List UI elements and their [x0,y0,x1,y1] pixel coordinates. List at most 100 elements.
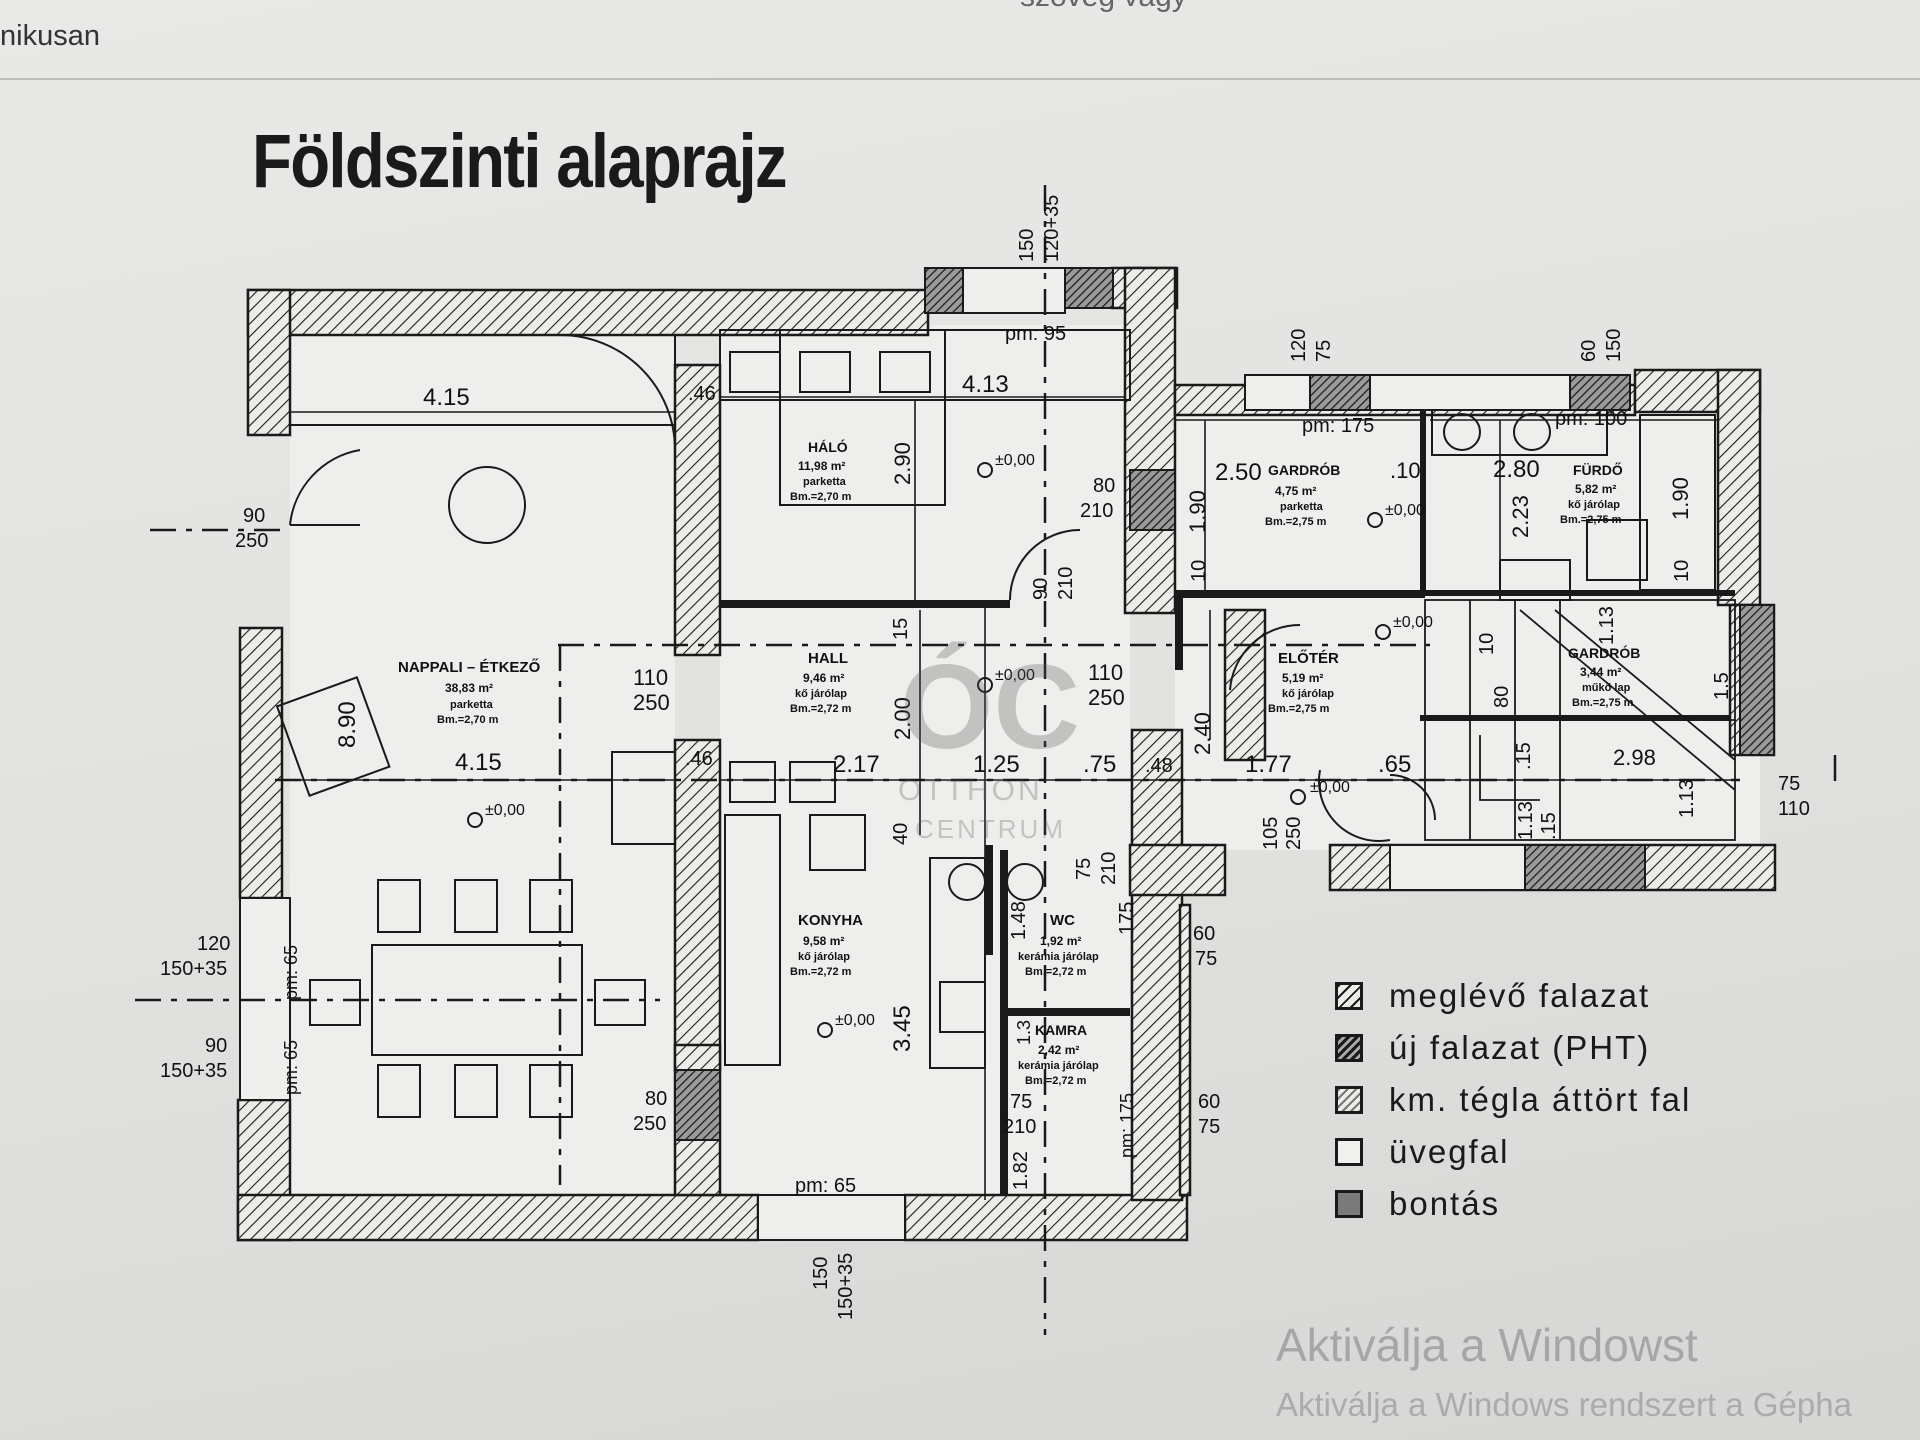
dim-label: .10 [1390,458,1421,483]
room-labels: NAPPALI – ÉTKEZŐ 38,83 m² parketta Bm.=2… [398,438,1640,1087]
dim-label: 4.15 [455,749,502,776]
dim-label: 110 [1778,798,1810,820]
dim-label: 75 [1073,858,1095,880]
room-area: 9,58 m² [803,934,844,948]
dim-label: 75 [1195,948,1217,970]
room-height: Bm.=2,75 m [1560,514,1622,526]
dim-label: 2.80 [1493,456,1540,483]
dim-label: 90 [1030,578,1052,600]
dim-label: 120 [197,933,230,955]
dim-label: 10 [1671,560,1693,582]
tab-fragment[interactable]: nikusan [0,20,100,52]
legend: meglévő falazat új falazat (PHT) km. tég… [1335,970,1691,1230]
room-floor: kő járólap [1568,499,1620,511]
room-height: Bm.=2,72 m [790,966,852,978]
room-height: Bm.=2,72 m [1025,1075,1087,1087]
room-height: Bm.=2,70 m [790,491,852,503]
dim-label: 15 [890,618,912,640]
dim-label: pm: 175 [1117,1093,1137,1158]
room-name: GARDRÓB [1268,461,1340,478]
brick-wall-swatch [1335,1086,1363,1114]
room-floor: parketta [450,699,494,711]
dim-label: 80 [1093,475,1115,497]
partitions [720,410,1735,1195]
room-floor: parketta [803,476,847,488]
room-area: 2,42 m² [1038,1043,1079,1057]
watermark-line1: OTTHON [898,774,1043,807]
room-name: FÜRDŐ [1573,461,1623,478]
room-height: Bm.=2,72 m [1025,966,1087,978]
dim-label: 1.82 [1010,1151,1032,1190]
dim-label: 60 [1193,923,1215,945]
dim-label: 250 [1283,817,1305,850]
room-area: 5,19 m² [1282,671,1323,685]
level-label: ±0,00 [995,667,1035,684]
room-kamra: KAMRA 2,42 m² kerámia járólap Bm.=2,72 m [1018,1022,1099,1087]
room-name: HÁLÓ [808,438,848,455]
dim-label: 1.3 [1014,1020,1034,1045]
dim-label: 150 [810,1257,832,1290]
legend-label: új falazat (PHT) [1389,1029,1651,1066]
dim-label: .15 [1538,812,1560,840]
dim-label: 250 [633,1113,666,1135]
room-wc: WC 1,92 m² kerámia járólap Bm.=2,72 m [1018,912,1099,978]
dimension-lines [280,396,1740,1200]
room-name: NAPPALI – ÉTKEZŐ [398,658,541,676]
dim-label: 1.13 [1596,606,1618,645]
dim-label: 80 [1491,686,1513,708]
room-floor: kerámia járólap [1018,951,1099,963]
watermark-line2: CENTRUM [915,814,1066,844]
dim-label: 75 [1778,773,1800,795]
dim-label: .75 [1083,751,1116,778]
dim-label: 2.50 [1215,459,1262,486]
windows-activation-title[interactable]: Aktiválja a Windowst [1276,1319,1698,1371]
dim-label: 175 [1116,902,1138,935]
room-floor: műkő lap [1582,682,1631,694]
room-area: 5,82 m² [1575,482,1616,496]
dim-label: 150+35 [160,958,227,980]
dim-label: 1.25 [973,751,1020,778]
interior-floor [290,325,1760,1205]
dim-label: 1.48 [1008,901,1030,940]
existing-wall-swatch [1335,982,1363,1010]
room-height: Bm.=2,75 m [1265,516,1327,528]
watermark-logo-text: ÓC [900,640,1080,774]
room-area: 9,46 m² [803,671,844,685]
dim-label: 120+35 [1041,195,1063,262]
dim-label: 1.5 [1711,672,1733,700]
dim-label: 75 [1313,340,1335,362]
dim-label: 250 [633,690,670,715]
plan-title: Földszinti alaprajz [252,119,788,204]
legend-label: üvegfal [1389,1133,1510,1170]
dim-label: 1.13 [1676,779,1698,818]
dim-label: pm: 65 [795,1175,856,1197]
level-label: ±0,00 [995,452,1035,469]
room-name: GARDRÓB [1568,644,1640,661]
legend-item: meglévő falazat [1335,970,1691,1022]
dim-label: 150 [1603,329,1625,362]
dim-label: 1.77 [1245,751,1292,778]
room-hall: HALL 9,46 m² kő járólap Bm.=2,72 m [790,650,852,715]
level-label: ±0,00 [485,802,525,819]
dim-label: 210 [1098,852,1120,885]
room-area: 3,44 m² [1580,665,1621,679]
level-label: ±0,00 [1393,614,1433,631]
dim-label: pm: 100 [1555,408,1627,430]
dim-label: 4.13 [962,371,1009,398]
room-area: 11,98 m² [798,459,845,473]
dim-label: 150+35 [835,1253,857,1320]
room-area: 1,92 m² [1040,934,1081,948]
windows-activation-subtitle[interactable]: Aktiválja a Windows rendszert a Gépha [1276,1386,1852,1423]
demolition-swatch [1335,1190,1363,1218]
dim-label: 250 [235,530,268,552]
glass-wall-swatch [1335,1138,1363,1166]
dim-label: 90 [243,505,265,527]
dim-label: 2.98 [1613,745,1656,770]
dim-label: 60 [1198,1091,1220,1113]
legend-item: km. tégla áttört fal [1335,1074,1691,1126]
new-wall-swatch [1335,1034,1363,1062]
dim-label: 210 [1055,567,1077,600]
level-markers [467,462,1391,1038]
